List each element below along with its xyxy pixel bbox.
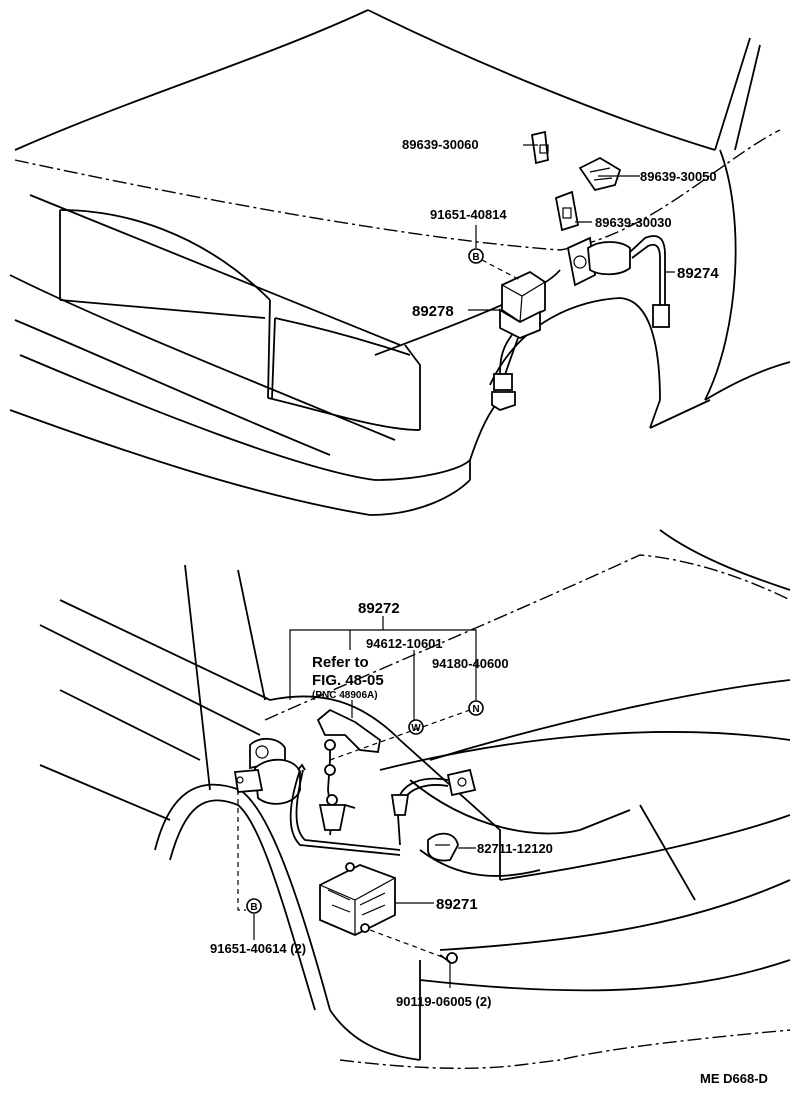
label-89271: 89271 [436, 896, 478, 913]
relay-89278 [491, 270, 546, 411]
label-fig-ref: FIG. 48-05 [312, 672, 384, 689]
bottom-body-outline [39, 529, 791, 1069]
label-89278: 89278 [412, 303, 454, 320]
pressure-sensor [390, 768, 477, 846]
marker-w-text: W [411, 723, 421, 734]
label-89272: 89272 [358, 600, 400, 617]
label-94180-40600: 94180-40600 [432, 656, 509, 671]
label-89639-30030: 89639-30030 [595, 215, 672, 230]
label-94612-10601: 94612-10601 [366, 636, 443, 651]
marker-b-text-top: B [472, 252, 479, 263]
label-pnc-ref: (PNC 48906A) [312, 690, 378, 701]
label-89639-30060: 89639-30060 [402, 137, 479, 152]
bolt-marker-n: N [468, 700, 484, 716]
marker-n-text: N [472, 704, 479, 715]
label-refer-to: Refer to [312, 654, 369, 671]
bracket-89639-30060 [530, 130, 549, 165]
bracket-89639-30030 [554, 190, 580, 232]
washer-motor-assembly [233, 738, 306, 805]
bracket-89639-30050 [578, 156, 622, 192]
diagram-code: ME D668-D [700, 1071, 768, 1086]
marker-b-text-bottom: B [250, 902, 257, 913]
bolt-marker-b-top: B [468, 248, 521, 281]
label-82711-12120: 82711-12120 [477, 841, 553, 856]
label-89274: 89274 [677, 265, 719, 282]
top-body-outline [9, 9, 791, 516]
bottom-leader-lines [253, 616, 477, 988]
bolt-marker-w: W [408, 719, 424, 735]
label-91651-40614: 91651-40614 (2) [210, 941, 306, 956]
label-90119-06005: 90119-06005 (2) [396, 994, 491, 1009]
clip-82711-12120 [427, 832, 459, 862]
label-91651-40814: 91651-40814 [430, 207, 507, 222]
label-89639-30050: 89639-30050 [640, 169, 717, 184]
bolt-90119-06005 [369, 929, 458, 964]
ecu-89271 [319, 862, 396, 936]
bolt-marker-b-bottom: B [237, 790, 262, 914]
top-leader-lines [468, 144, 675, 311]
sensor-89274 [566, 235, 670, 328]
link-bracket [289, 708, 401, 856]
dash-link-markers [329, 709, 471, 761]
